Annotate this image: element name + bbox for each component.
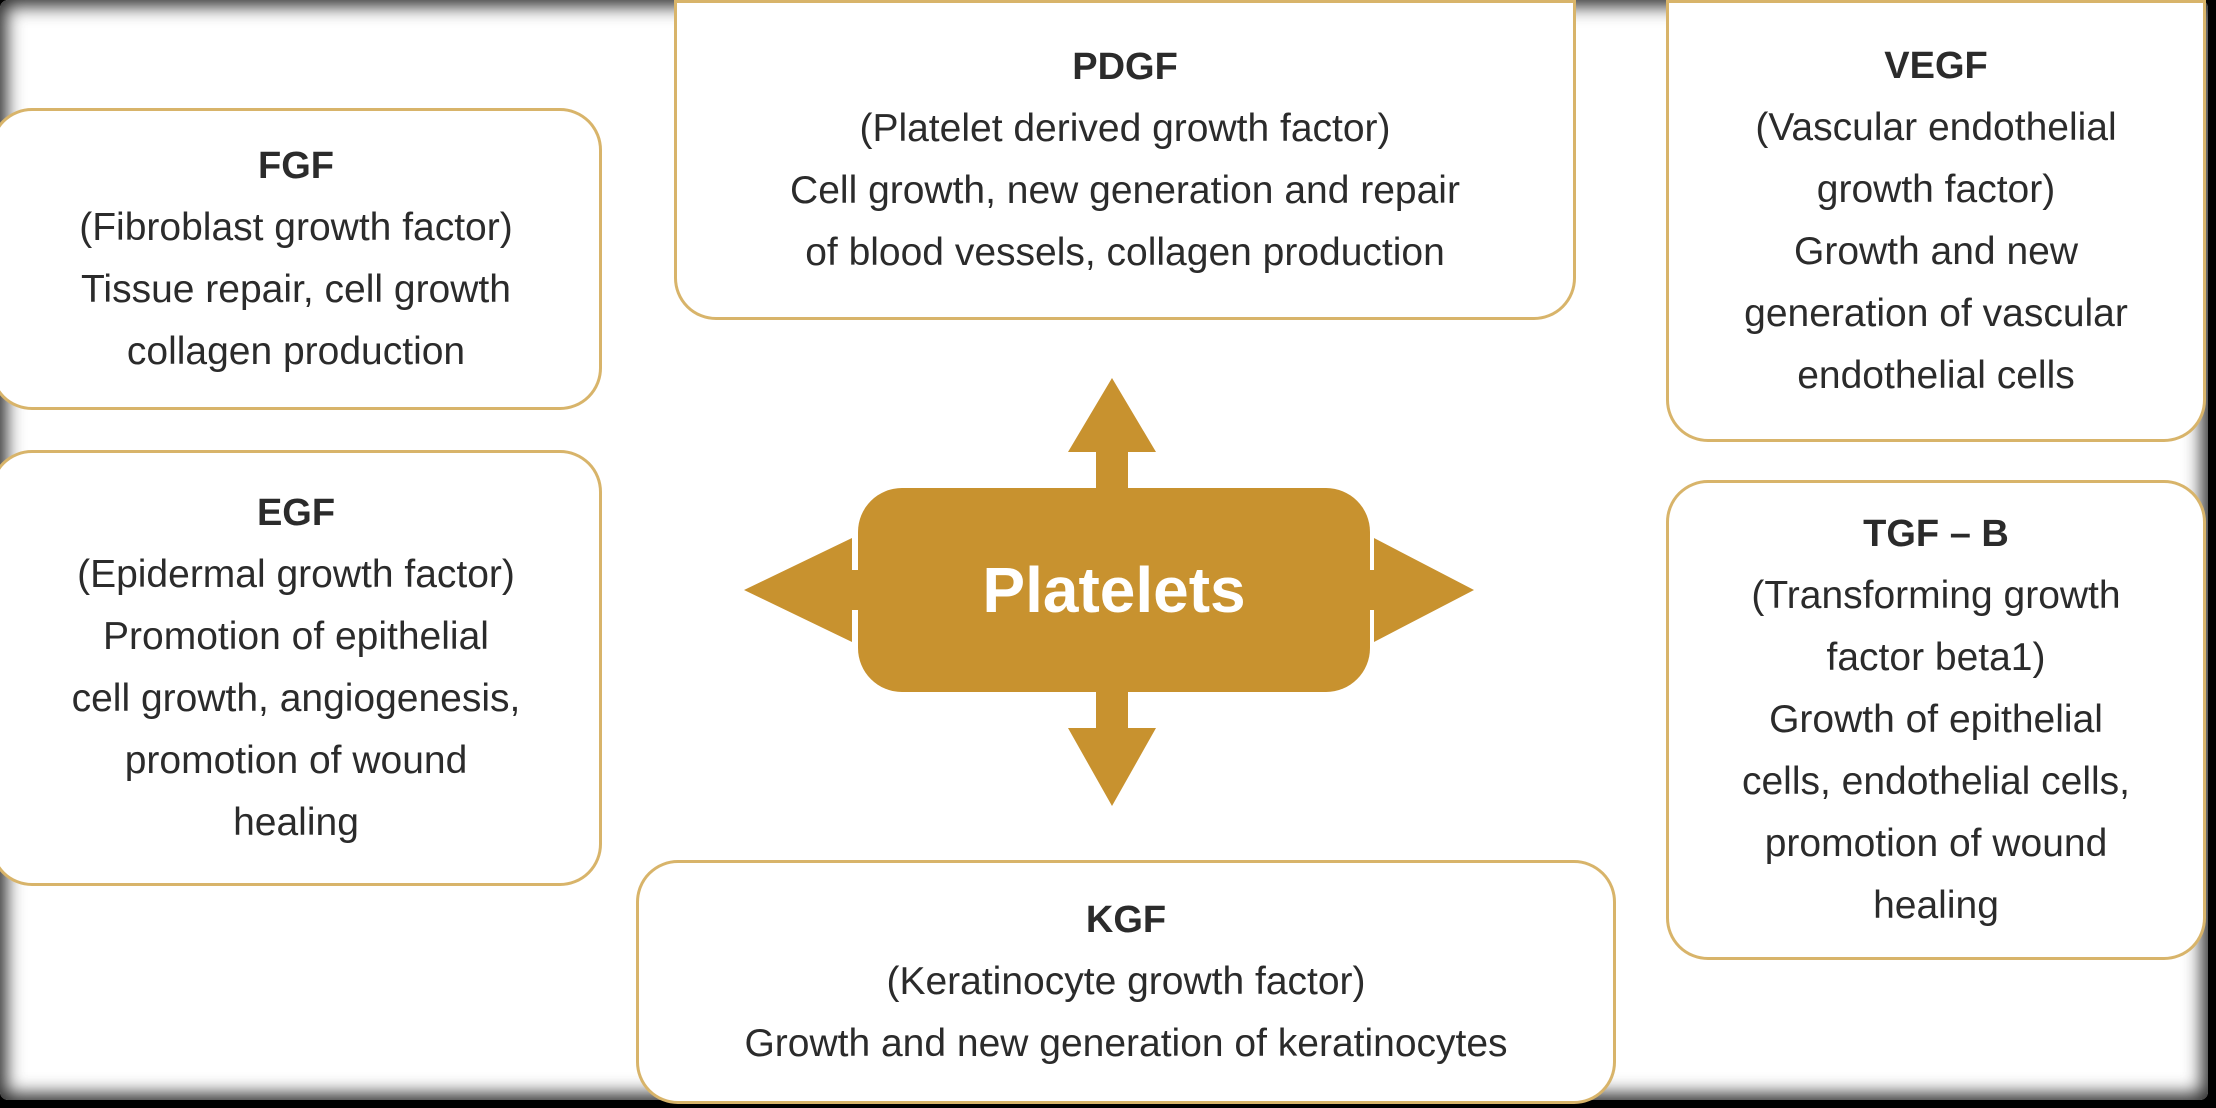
kgf-box: KGF (Keratinocyte growth factor) Growth … bbox=[636, 860, 1616, 1104]
tgf-title: TGF – B bbox=[1863, 513, 2009, 555]
vegf-line: endothelial cells bbox=[1797, 354, 2075, 397]
vegf-title: VEGF bbox=[1884, 45, 1988, 87]
fgf-line: collagen production bbox=[126, 330, 466, 373]
fgf-line: (Fibroblast growth factor) bbox=[79, 206, 513, 249]
kgf-line: (Keratinocyte growth factor) bbox=[886, 960, 1366, 1003]
tgf-line: Growth of epithelial bbox=[1769, 698, 2103, 741]
fgf-line: Tissue repair, cell growth bbox=[81, 268, 511, 311]
tgf-line: (Transforming growth bbox=[1751, 574, 2121, 617]
arrow-left-icon bbox=[744, 538, 860, 642]
platelets-node bbox=[858, 488, 1370, 692]
vegf-line: generation of vascular bbox=[1744, 292, 2128, 335]
egf-line: healing bbox=[233, 801, 359, 844]
arrow-right-icon bbox=[1368, 538, 1474, 642]
tgf-line: factor beta1) bbox=[1826, 636, 2046, 679]
egf-title: EGF bbox=[256, 492, 336, 534]
pdgf-line: (Platelet derived growth factor) bbox=[859, 107, 1391, 150]
vegf-line: Growth and new bbox=[1794, 230, 2078, 273]
vegf-line: (Vascular endothelial bbox=[1755, 106, 2117, 149]
egf-line: Promotion of epithelial bbox=[103, 615, 489, 658]
kgf-line: Growth and new generation of keratinocyt… bbox=[744, 1022, 1508, 1065]
vegf-line: growth factor) bbox=[1816, 168, 2056, 211]
egf-line: promotion of wound bbox=[124, 739, 468, 782]
tgf-line: cells, endothelial cells, bbox=[1741, 760, 2131, 803]
egf-line: cell growth, angiogenesis, bbox=[71, 677, 521, 720]
egf-line: (Epidermal growth factor) bbox=[77, 553, 515, 596]
fgf-box: FGF (Fibroblast growth factor) Tissue re… bbox=[0, 108, 602, 410]
pdgf-box: PDGF (Platelet derived growth factor) Ce… bbox=[674, 0, 1576, 320]
pdgf-line: of blood vessels, collagen production bbox=[805, 231, 1445, 274]
tgf-line: healing bbox=[1873, 884, 1999, 927]
egf-box: EGF (Epidermal growth factor) Promotion … bbox=[0, 450, 602, 886]
arrow-down-icon bbox=[1068, 690, 1156, 806]
fgf-title: FGF bbox=[258, 145, 334, 187]
kgf-title: KGF bbox=[1085, 899, 1167, 941]
vegf-box: VEGF (Vascular endothelial growth factor… bbox=[1666, 0, 2206, 442]
arrow-up-icon bbox=[1068, 378, 1156, 490]
tgf-line: promotion of wound bbox=[1764, 822, 2108, 865]
pdgf-title: PDGF bbox=[1072, 46, 1178, 88]
platelets-label: Platelets bbox=[982, 554, 1246, 626]
pdgf-line: Cell growth, new generation and repair bbox=[790, 169, 1460, 212]
tgf-box: TGF – B (Transforming growth factor beta… bbox=[1666, 480, 2206, 960]
